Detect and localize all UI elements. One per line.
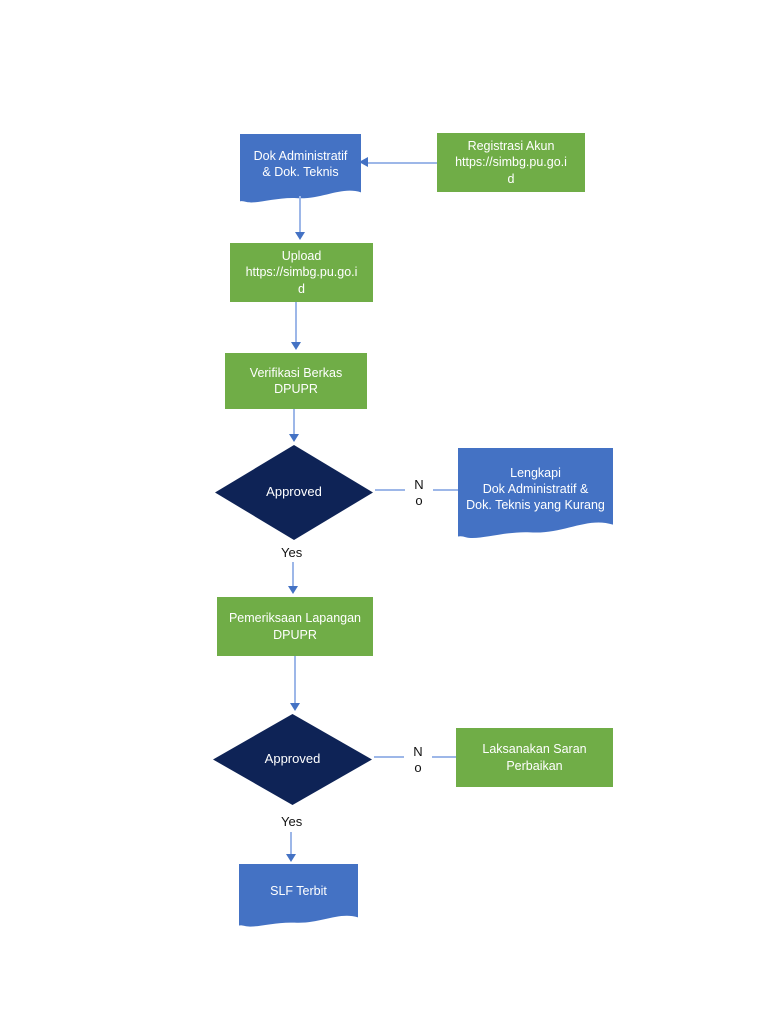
node-label: Verifikasi Berkas DPUPR bbox=[249, 365, 343, 396]
arrowhead-down-icon bbox=[286, 854, 296, 862]
node-registrasi-akun: Registrasi Akun https://simbg.pu.go.i d bbox=[437, 133, 585, 192]
node-label: Approved bbox=[266, 484, 322, 500]
connector-verifikasi-to-approved1 bbox=[293, 409, 295, 435]
node-label: Laksanakan Saran Perbaikan bbox=[482, 742, 587, 773]
connector-approved2-yes bbox=[290, 832, 292, 855]
label-no-2: No bbox=[413, 744, 423, 776]
node-verifikasi-berkas: Verifikasi Berkas DPUPR bbox=[225, 353, 367, 409]
node-dok-administratif: Dok Administratif & Dok. Teknis bbox=[240, 134, 361, 204]
connector-approved2-no-b bbox=[432, 756, 456, 758]
node-upload: Upload https://simbg.pu.go.i d bbox=[230, 243, 373, 302]
document-wave-shape bbox=[239, 864, 358, 927]
node-label: Dok Administratif & Dok. Teknis bbox=[253, 148, 348, 179]
node-label: Upload https://simbg.pu.go.i d bbox=[245, 249, 358, 296]
document-wave-shape bbox=[458, 448, 613, 538]
arrowhead-left-icon bbox=[359, 157, 368, 167]
connector-pemeriksaan-to-approved2 bbox=[294, 656, 296, 704]
arrowhead-down-icon bbox=[291, 342, 301, 350]
node-label: Lengkapi Dok Administratif & Dok. Teknis… bbox=[466, 465, 605, 513]
node-label: Registrasi Akun https://simbg.pu.go.i d bbox=[455, 139, 567, 186]
decision-approved-2: Approved bbox=[213, 714, 372, 805]
node-laksanakan-saran: Laksanakan Saran Perbaikan bbox=[456, 728, 613, 787]
connector-approved1-no-a bbox=[375, 489, 405, 491]
connector-approved1-no-b bbox=[433, 489, 458, 491]
connector-upload-to-verifikasi bbox=[295, 302, 297, 343]
label-yes-2: Yes bbox=[281, 814, 303, 829]
document-wave-shape bbox=[240, 134, 361, 203]
node-label: Pemeriksaan Lapangan DPUPR bbox=[228, 611, 362, 642]
node-slf-terbit: SLF Terbit bbox=[239, 864, 358, 928]
arrowhead-down-icon bbox=[289, 434, 299, 442]
arrowhead-down-icon bbox=[290, 703, 300, 711]
connector-registrasi-to-dok bbox=[368, 162, 437, 164]
decision-approved-1: Approved bbox=[215, 445, 373, 540]
connector-dok-to-upload bbox=[299, 196, 301, 233]
connector-approved2-no-a bbox=[374, 756, 404, 758]
label-yes-1: Yes bbox=[281, 545, 303, 560]
node-lengkapi-dokumen: Lengkapi Dok Administratif & Dok. Teknis… bbox=[458, 448, 613, 540]
label-no-1: No bbox=[414, 477, 424, 509]
connector-approved1-yes bbox=[292, 562, 294, 587]
arrowhead-down-icon bbox=[295, 232, 305, 240]
arrowhead-down-icon bbox=[288, 586, 298, 594]
node-pemeriksaan-lapangan: Pemeriksaan Lapangan DPUPR bbox=[217, 597, 373, 656]
node-label: Approved bbox=[264, 751, 321, 767]
node-label: SLF Terbit bbox=[270, 883, 327, 898]
